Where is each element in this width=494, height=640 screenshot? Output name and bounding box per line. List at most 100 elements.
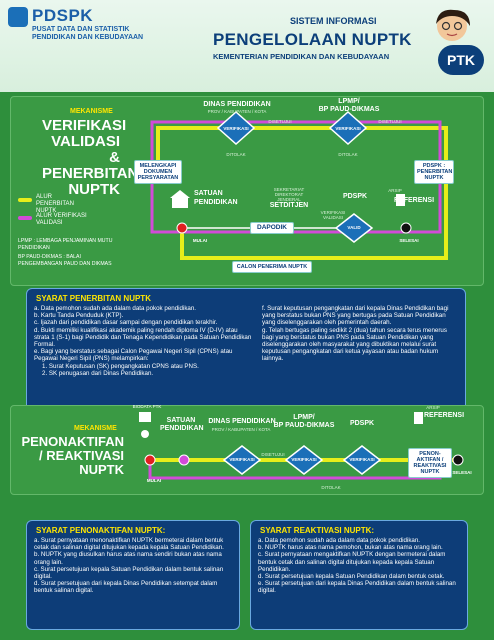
flow2-diamond-lpmp (284, 445, 324, 475)
section2-title-line: / REAKTIVASI (39, 448, 124, 463)
syarat-penonaktifan-box (26, 520, 240, 630)
page-title: PENGELOLAAN NUPTK (213, 30, 412, 49)
section1-title-line: PENERBITAN (42, 165, 139, 182)
box-pdspk-penerbitan: PDSPK : PENERBITAN NUPTK (414, 160, 454, 184)
flow2-verifikasi-2: VERIFIKASI (291, 457, 317, 462)
syarat-penonaktifan-list: a. Surat pernyataan menonaktifkan NUPTK … (34, 537, 234, 595)
flow2-selesai: SELESAI (452, 470, 472, 475)
flow2-satuan-1: SATUAN (166, 417, 196, 424)
syarat-item: b. Kartu Tanda Penduduk (KTP). (34, 312, 124, 320)
legend-purple-label: ALUR VERIFIKASI VALIDASI (36, 213, 87, 226)
flow2-verifikasi-3: VERIFIKASI (349, 457, 375, 462)
flow-purple-loop (150, 120, 442, 234)
flow2-mulai: MULAI (146, 478, 162, 483)
section2-title: PENONAKTIFAN / REAKTIVASI NUPTK (20, 435, 124, 477)
document-icon (396, 194, 405, 206)
syarat-item: d. Surat persetujuan dari kepala Dinas P… (34, 580, 218, 595)
section1-title-line: VERIFIKASI (42, 117, 127, 134)
legend-yellow-label: ALUR PENERBITAN NUPTK (36, 194, 74, 214)
syarat-item: f. Surat keputusan pengangkatan dari kep… (262, 305, 449, 327)
diamond-valid (334, 213, 374, 243)
flow2-dinas-sub: PROV / KABUPATEN / KOTA (211, 427, 271, 432)
box-dapodik: DAPODIK (250, 222, 294, 234)
flow2-satuan-2: PENDIDIKAN (160, 425, 204, 432)
syarat-penonaktifan-title: SYARAT PENONAKTIFAN NUPTK: (36, 526, 166, 535)
node-satuan-1: SATUAN (194, 190, 223, 197)
syarat-item: a. Surat pernyataan menonaktifkan NUPTK … (34, 537, 224, 552)
legend-purple-swatch (18, 216, 32, 220)
ptk-badge: PTK (438, 45, 484, 75)
flow2-start-dot (144, 454, 156, 466)
logo-subtitle-2: PENDIDIKAN DAN KEBUDAYAAN (32, 34, 144, 41)
abbr-lpmp: LPMP : LEMBAGA PENJAMINAN MUTU PENDIDIKA… (18, 238, 113, 251)
node-lpmp-label-1: LPMP/ (338, 98, 360, 105)
syarat-item: d. Surat persetujuan kepala Satuan Pendi… (258, 573, 445, 581)
flow2-lpmp-1: LPMP/ (293, 414, 315, 421)
syarat-item: c. Surat pernyataan mengaktifkan NUPTK d… (258, 551, 446, 573)
selesai-label: SELESAI (399, 238, 419, 243)
teacher-mascot-icon (436, 9, 470, 41)
syarat-penerbitan-title: SYARAT PENERBITAN NUPTK (36, 294, 151, 303)
kemendikbud-logo-icon (8, 7, 28, 27)
flow2-satuan-dot (178, 454, 190, 466)
syarat-penerbitan-left: a. Data pemohon sudah ada dalam data pok… (34, 305, 252, 377)
box-calon-penerima: CALON PENERIMA NUPTK (232, 261, 312, 273)
flow2-verifikasi-1: VERIFIKASI (229, 457, 255, 462)
syarat-reaktivasi-list: a. Data pemohon sudah ada dalam data pok… (258, 537, 462, 595)
diamond-verifikasi-lpmp (328, 110, 368, 146)
section2-kicker: MEKANISME (74, 425, 117, 432)
syarat-item: c. Surat persetujuan kepala Satuan Pendi… (34, 565, 224, 581)
syarat-item: a. Data pemohon sudah ada dalam data pok… (258, 537, 421, 544)
syarat-item: g. Telah bertugas paling sedikit 2 (dua)… (262, 326, 447, 363)
syarat-reaktivasi-title: SYARAT REAKTIVASI NUPTK: (260, 526, 375, 535)
logo-text: PDSPK (32, 6, 94, 25)
node-setditjen: SETDITJEN (269, 202, 309, 209)
section1-title: VERIFIKASI VALIDASI & PENERBITAN NUPTK (42, 117, 139, 198)
biodata-icon (139, 412, 151, 422)
node-dinas-sub: PROV / KABUPATEN / KOTA (207, 109, 267, 114)
section1-title-line: NUPTK (68, 181, 120, 198)
abbr-bppaud: BP PAUD-DIKMAS : BALAI PENGEMBANGAN PAUD… (18, 254, 112, 267)
mulai-label: MULAI (192, 238, 208, 243)
end-dot (400, 222, 412, 234)
disetujui-label-2: DISETUJUI (378, 119, 402, 124)
syarat-item: b. NUPTK yang diusulkan harus atas nama … (34, 551, 222, 566)
syarat-subitem: 2. SK penugasan dari Dinas Pendidikan. (42, 369, 154, 377)
node-dinas-label: DINAS PENDIDIKAN (203, 101, 271, 108)
flow2-box-penonaktifan: PENON-AKTIFAN / REAKTIVASI NUPTK (408, 448, 452, 478)
section1-title-line: VALIDASI & (51, 133, 120, 166)
logo-subtitle-1: PUSAT DATA DAN STATISTIK (32, 26, 130, 33)
verifikasi-label-1: VERIFIKASI (223, 126, 249, 131)
ministry-label: KEMENTERIAN PENDIDIKAN DAN KEBUDAYAAN (213, 52, 390, 61)
syarat-item: a. Data pemohon sudah ada dalam data pok… (34, 305, 197, 312)
syarat-item: e. Surat persetujuan dari kepala Dinas P… (258, 580, 456, 595)
start-dot (176, 222, 188, 234)
syarat-item: c. Ijazah dari pendidikan dasar sampai d… (34, 319, 218, 327)
flow2-diamond-pdspk (342, 445, 382, 475)
syarat-penerbitan-right: f. Surat keputusan pengangkatan dari kep… (262, 305, 458, 363)
node-referensi: REFERENSI (393, 197, 435, 204)
valid-label: VALID (347, 225, 361, 230)
ditolak-label-2: DITOLAK (338, 152, 358, 157)
flow2-arsip: ARSIP (426, 405, 440, 410)
header-banner: PDSPK PUSAT DATA DAN STATISTIK PENDIDIKA… (0, 0, 494, 92)
legend-yellow-swatch (18, 198, 32, 202)
flow2-lpmp-2: BP PAUD-DIKMAS (273, 422, 335, 429)
ditolak-label-1: DITOLAK (226, 152, 246, 157)
section2-title-line: NUPTK (79, 462, 124, 477)
people-icon (141, 430, 149, 438)
section1-kicker: MEKANISME (70, 108, 113, 115)
diamond-verifikasi-dinas (216, 110, 256, 146)
flow2-disetujui: DISETUJUI (261, 452, 285, 457)
box-melengkapi: MELENGKAPI DOKUMEN PERSYARATAN (134, 160, 182, 184)
flow2-biodata: BIODATA PTK (132, 404, 162, 409)
verval-label: VERIFIKASI VALIDASI (320, 210, 346, 220)
flow2-pdspk: PDSPK (349, 420, 375, 427)
syarat-item: b. NUPTK harus atas nama pemohon, bukan … (258, 544, 443, 552)
node-pdspk: PDSPK (342, 193, 368, 200)
syarat-item: e. Bagi yang berstatus sebagai Calon Peg… (34, 348, 233, 363)
flow2-dinas: DINAS PENDIDIKAN (208, 418, 276, 425)
flow2-referensi: REFERENSI (423, 412, 465, 419)
flow-yellow-loop (156, 126, 448, 260)
school-building-icon (170, 190, 190, 208)
